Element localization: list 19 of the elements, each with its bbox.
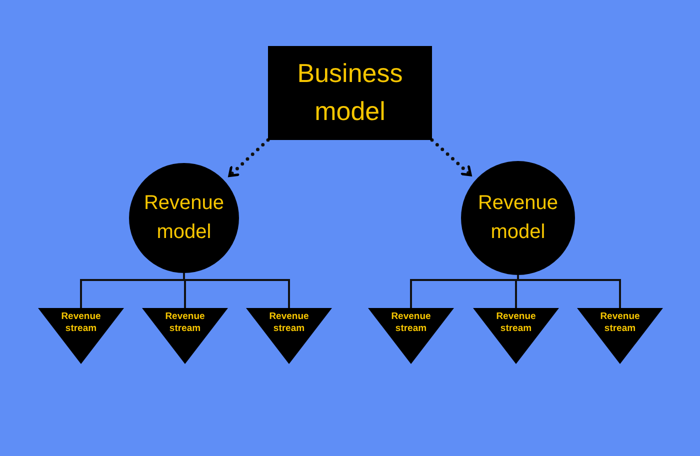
node-label: Business model (296, 57, 404, 128)
node-label: Revenue stream (390, 311, 432, 336)
node-label: Revenue model (476, 191, 560, 245)
stream-triangle (577, 308, 663, 364)
stream-triangle (38, 308, 124, 364)
stream-triangle (246, 308, 332, 364)
process-box (268, 46, 432, 140)
node-label: Revenue stream (495, 311, 537, 336)
connector-line (517, 275, 621, 308)
arrow (430, 138, 472, 177)
arrow (228, 138, 270, 178)
stream-triangle (142, 308, 228, 364)
stream-triangle (473, 308, 559, 364)
node-label: Revenue stream (164, 311, 206, 336)
node-label: Revenue stream (599, 311, 641, 336)
node-label: Revenue stream (268, 311, 310, 336)
node-label: Revenue stream (60, 311, 102, 336)
stream-triangle (368, 308, 454, 364)
node-label: Revenue model (142, 191, 226, 245)
